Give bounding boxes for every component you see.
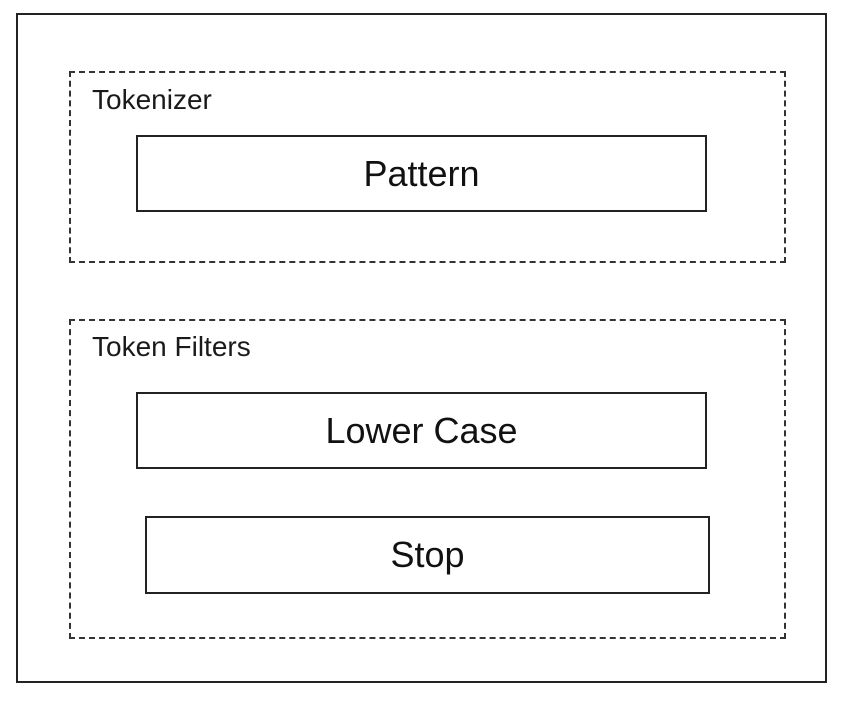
stop-filter-box: Stop [145, 516, 710, 594]
lower-case-filter-box: Lower Case [136, 392, 707, 469]
token-filters-label: Token Filters [92, 331, 251, 362]
tokenizer-label: Tokenizer [92, 84, 212, 115]
pattern-tokenizer-box: Pattern [136, 135, 707, 212]
tokenizer-group [69, 71, 786, 263]
token-filters-group [69, 319, 786, 639]
